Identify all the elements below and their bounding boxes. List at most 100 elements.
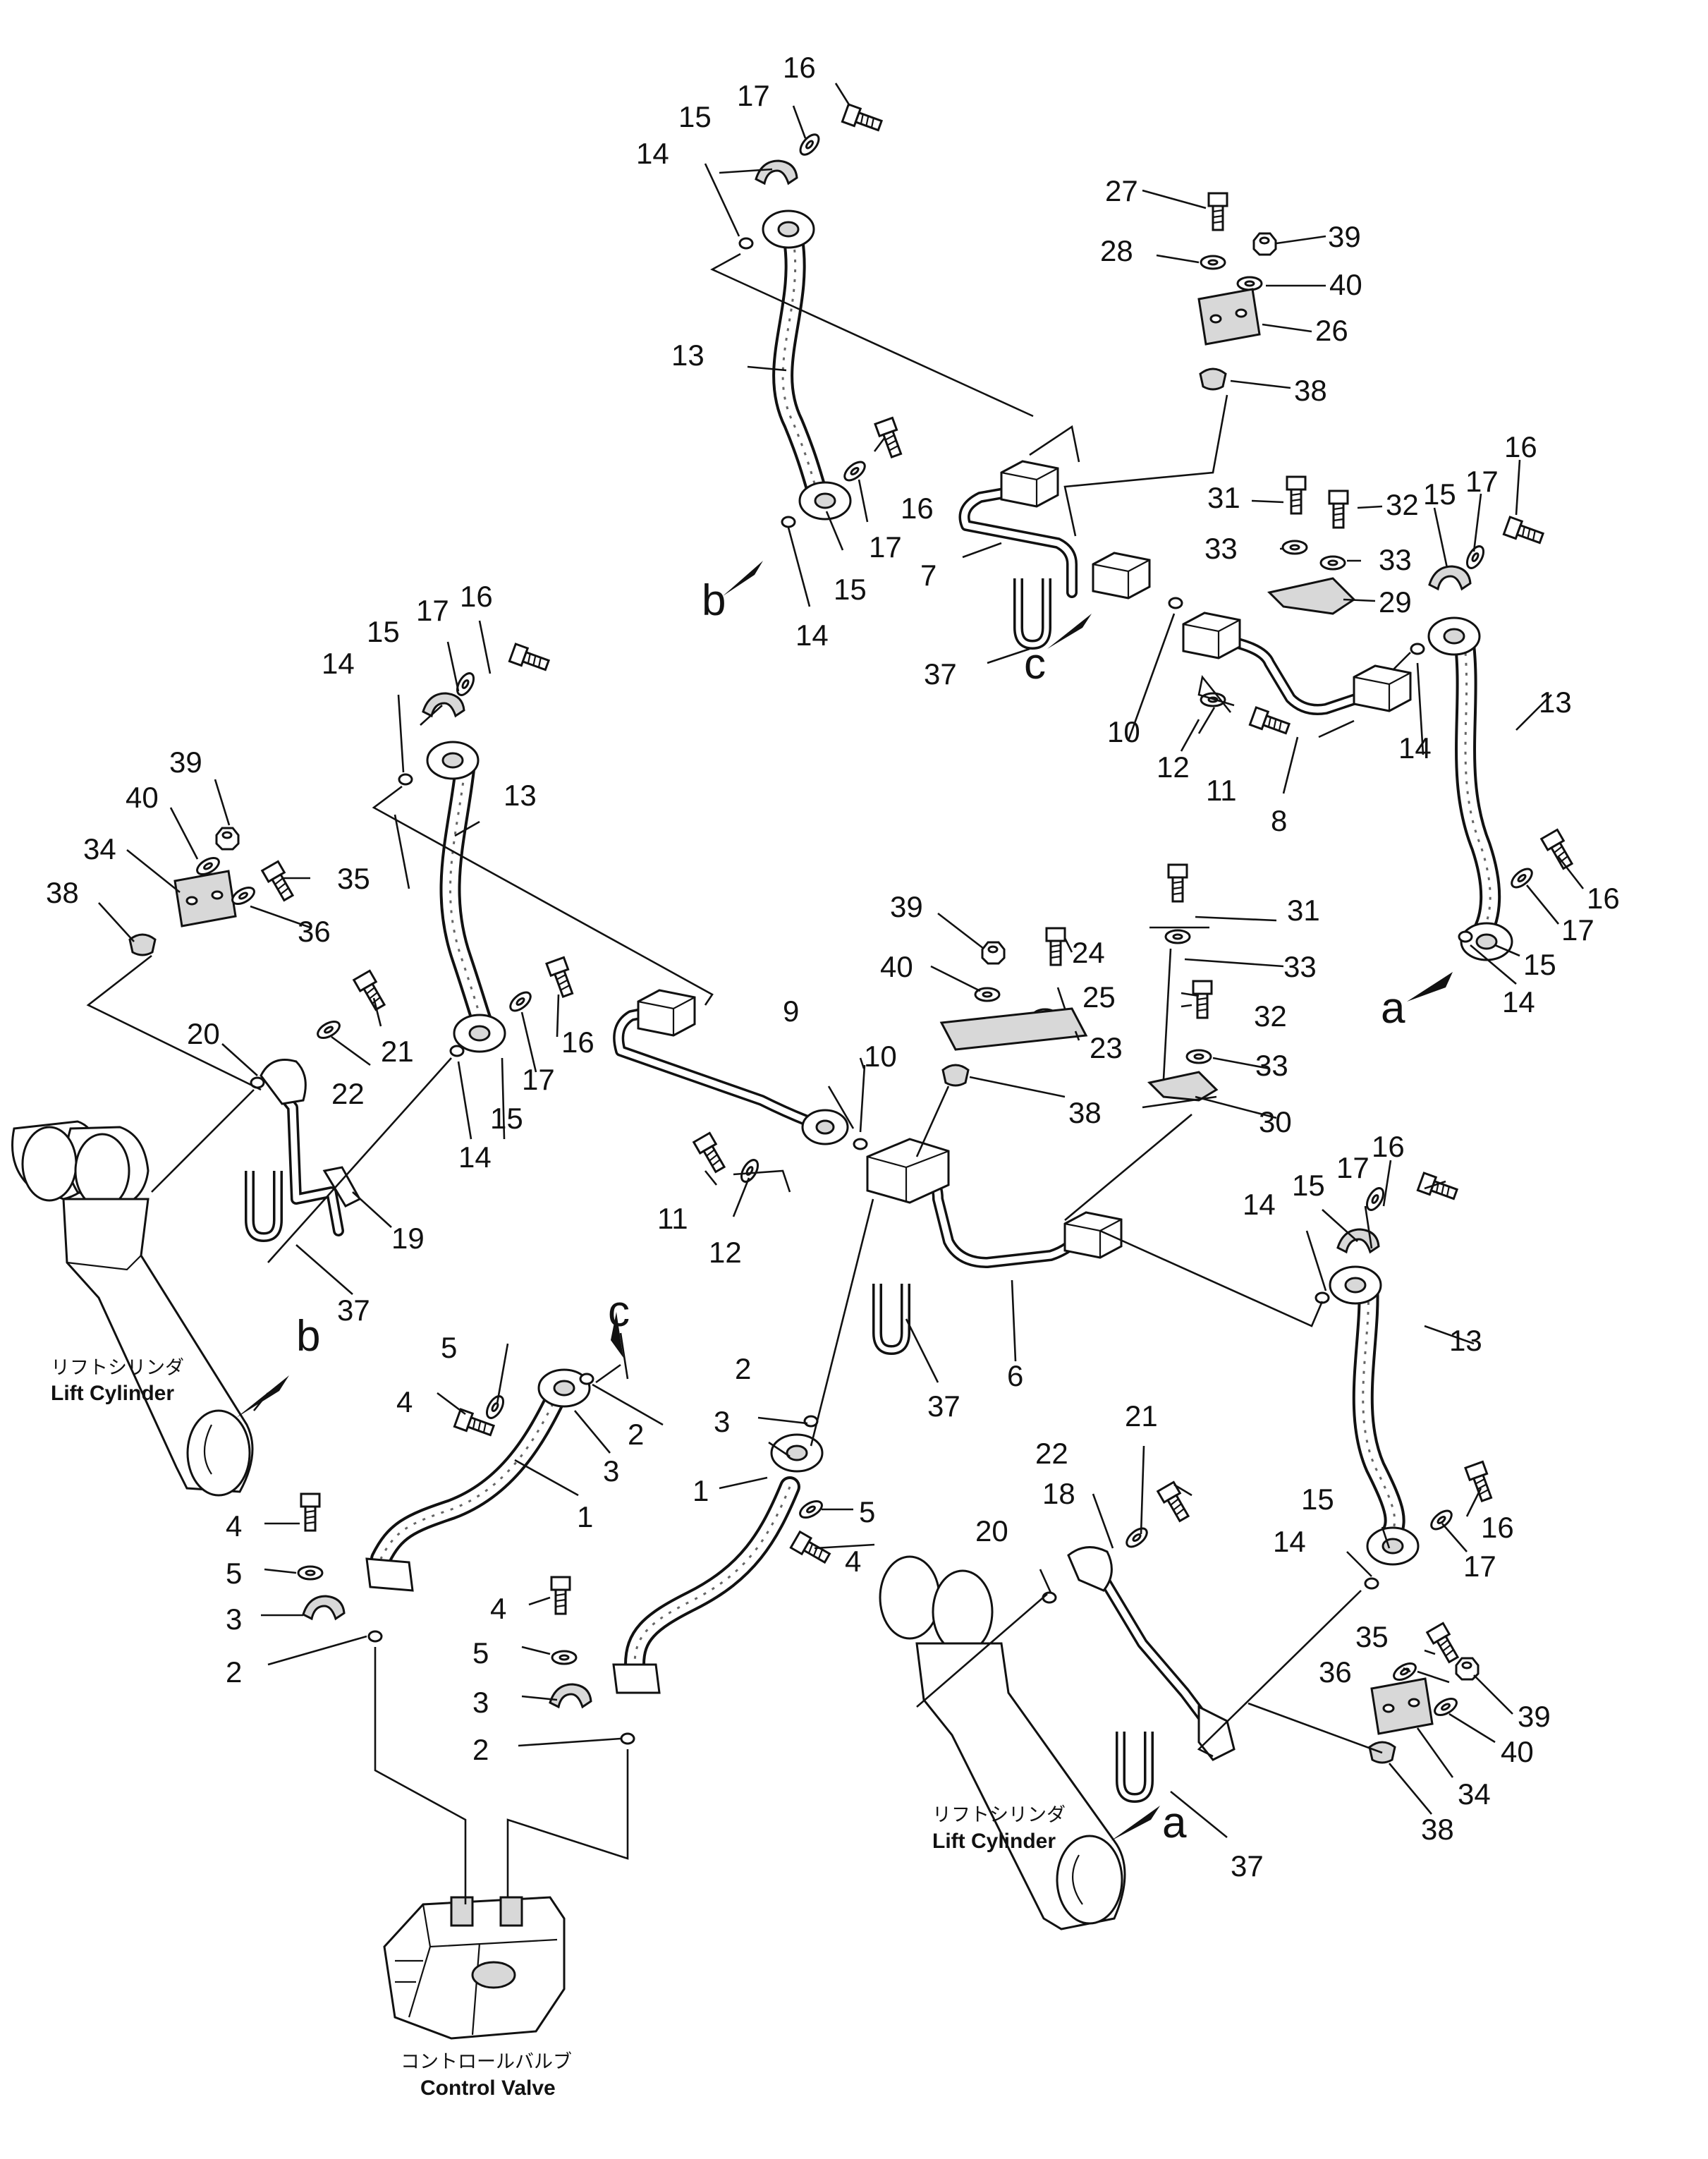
view-reference-letters: b c a c b a — [296, 576, 1405, 1847]
view-a-marker-lower: a — [1162, 1799, 1187, 1847]
label-17: 17 — [869, 530, 902, 564]
lift-cylinder-left-caption-en: Lift Cylinder — [51, 1382, 174, 1405]
label-5: 5 — [441, 1331, 457, 1364]
label-37: 37 — [927, 1389, 960, 1423]
label-5: 5 — [226, 1557, 242, 1590]
view-a-marker: a — [1381, 984, 1405, 1033]
hose-1-right — [612, 1433, 824, 1694]
label-4: 4 — [396, 1385, 413, 1418]
lift-cylinder-right — [879, 1555, 1126, 1930]
hose-13-lower-right — [1329, 1265, 1420, 1566]
lift-cylinder-right-caption-jp: リフトシリンダ — [932, 1804, 1066, 1826]
label-19: 19 — [391, 1222, 425, 1255]
label-8: 8 — [1271, 804, 1287, 837]
label-4: 4 — [226, 1509, 242, 1543]
label-13: 13 — [504, 779, 537, 812]
label-40: 40 — [1501, 1735, 1534, 1768]
label-39: 39 — [890, 890, 923, 923]
hose-13-middle-left — [426, 741, 506, 1053]
assembly-lines — [86, 253, 1411, 1904]
label-17: 17 — [1561, 913, 1594, 947]
tube-18-right — [1067, 1546, 1236, 1798]
label-34: 34 — [1458, 1777, 1491, 1811]
label-17: 17 — [1465, 465, 1499, 498]
label-38: 38 — [46, 876, 79, 909]
label-20: 20 — [975, 1514, 1008, 1547]
label-16: 16 — [1587, 882, 1620, 915]
label-40: 40 — [880, 950, 913, 983]
label-10: 10 — [864, 1040, 897, 1073]
label-15: 15 — [1523, 948, 1556, 981]
component-captions: リフトシリンダ Lift Cylinder リフトシリンダ Lift Cylin… — [51, 1357, 1066, 2100]
label-33: 33 — [1283, 950, 1317, 983]
label-40: 40 — [1329, 268, 1362, 301]
label-22: 22 — [1035, 1437, 1068, 1470]
label-17: 17 — [416, 594, 449, 627]
label-12: 12 — [709, 1236, 742, 1269]
label-18: 18 — [1042, 1477, 1075, 1510]
label-26: 26 — [1315, 314, 1348, 347]
label-14: 14 — [1502, 985, 1535, 1018]
label-13: 13 — [1539, 686, 1572, 719]
label-11: 11 — [657, 1202, 688, 1235]
label-1: 1 — [577, 1500, 593, 1533]
part-number-labels: 16 17 15 14 13 16 17 15 14 7 37 27 28 39… — [46, 51, 1620, 1883]
label-16: 16 — [460, 580, 493, 613]
label-2: 2 — [735, 1352, 751, 1385]
label-3: 3 — [714, 1405, 730, 1438]
label-34: 34 — [83, 832, 116, 865]
label-13: 13 — [1449, 1324, 1482, 1357]
label-3: 3 — [603, 1454, 619, 1488]
label-16: 16 — [901, 492, 934, 525]
label-27: 27 — [1105, 174, 1138, 207]
label-36: 36 — [1319, 1655, 1352, 1689]
tube-9 — [613, 989, 849, 1145]
label-15: 15 — [1423, 478, 1456, 511]
label-20: 20 — [187, 1017, 220, 1050]
label-5: 5 — [859, 1495, 875, 1528]
label-16: 16 — [1504, 430, 1537, 463]
leader-lines — [98, 83, 1585, 1841]
label-14: 14 — [636, 137, 669, 170]
control-valve — [383, 1896, 566, 2040]
label-15: 15 — [1292, 1169, 1325, 1202]
label-25: 25 — [1082, 980, 1116, 1014]
label-37: 37 — [337, 1294, 370, 1327]
label-39: 39 — [1328, 220, 1361, 253]
label-38: 38 — [1294, 374, 1327, 407]
label-3: 3 — [226, 1602, 242, 1636]
label-12: 12 — [1157, 750, 1190, 784]
label-32: 32 — [1254, 999, 1287, 1033]
label-5: 5 — [472, 1636, 489, 1670]
hose-1-left — [365, 1368, 591, 1592]
label-4: 4 — [490, 1592, 506, 1625]
label-15: 15 — [367, 615, 400, 648]
label-16: 16 — [783, 51, 816, 84]
fasteners — [128, 103, 1577, 1764]
tube-8 — [1182, 612, 1412, 715]
label-6: 6 — [1007, 1359, 1023, 1392]
label-37: 37 — [924, 657, 957, 691]
label-14: 14 — [1243, 1188, 1276, 1221]
label-15: 15 — [490, 1102, 523, 1135]
view-c-marker-lower: c — [608, 1287, 630, 1336]
lift-cylinder-right-caption-en: Lift Cylinder — [932, 1830, 1056, 1853]
label-33: 33 — [1204, 532, 1238, 565]
label-14: 14 — [458, 1141, 492, 1174]
label-4: 4 — [845, 1545, 861, 1578]
label-40: 40 — [126, 781, 159, 814]
label-7: 7 — [920, 559, 937, 592]
label-17: 17 — [1336, 1151, 1370, 1184]
label-29: 29 — [1379, 585, 1412, 619]
label-14: 14 — [795, 619, 829, 652]
label-2: 2 — [628, 1418, 644, 1451]
label-16: 16 — [1481, 1511, 1514, 1544]
label-31: 31 — [1207, 481, 1240, 514]
label-33: 33 — [1255, 1049, 1288, 1082]
label-1: 1 — [693, 1474, 709, 1507]
hose-13-upper-left — [762, 209, 852, 521]
label-14: 14 — [1398, 731, 1432, 765]
label-14: 14 — [1273, 1525, 1306, 1558]
control-valve-caption-en: Control Valve — [420, 2076, 556, 2100]
